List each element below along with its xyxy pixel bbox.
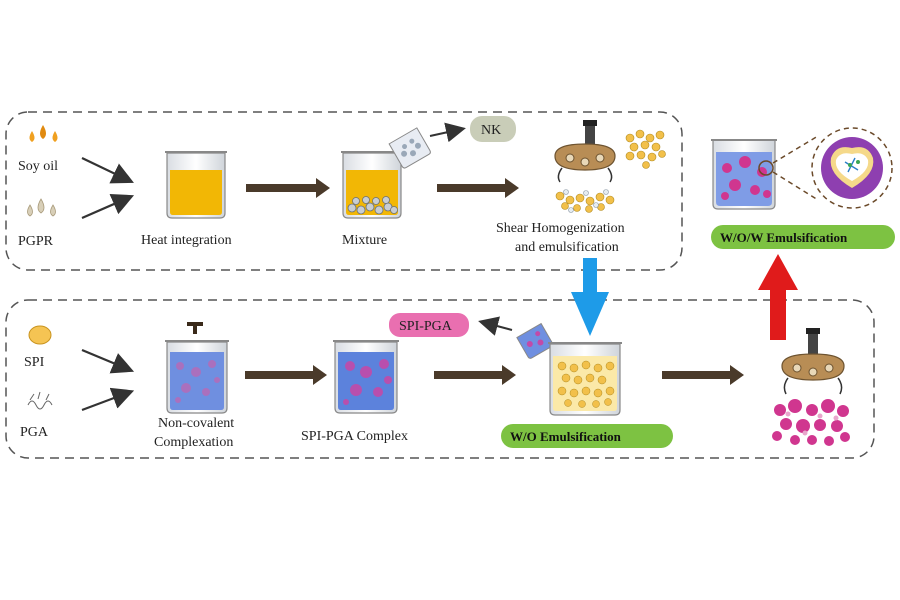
noncov-label-line2: Complexation: [154, 435, 233, 450]
soy-oil-drops-icon: [29, 125, 58, 142]
arrow-noncov-to-complex: [245, 365, 327, 385]
blue-down-arrow: [571, 258, 609, 336]
oil-droplets-cluster-icon: [625, 129, 666, 169]
wow-pill: [711, 225, 895, 249]
bottom-panel: [5, 299, 875, 459]
wow-beaker-icon: [711, 139, 777, 210]
noncov-label-line1: Non-covalent: [158, 416, 234, 431]
nk-tag: [470, 116, 516, 142]
zoom-line-bottom: [772, 171, 819, 201]
pgpr-label: PGPR: [18, 234, 54, 249]
spi-pga-tag-label: SPI-PGA: [399, 319, 453, 334]
spi-pga-tag: [389, 313, 469, 337]
complex-label: SPI-PGA Complex: [301, 429, 408, 444]
spi-label: SPI: [24, 355, 45, 370]
wow-label: W/O/W Emulsification: [720, 230, 848, 245]
pgpr-drops-icon: [27, 198, 56, 217]
nk-label: NK: [481, 123, 501, 138]
mixture-label: Mixture: [342, 233, 387, 248]
arrow-to-spi-pga-tag: [478, 316, 513, 336]
complex-beaker-icon: [333, 340, 399, 414]
arrow-mixture-to-shear: [437, 178, 519, 198]
homogenizer-bottom-icon: [772, 328, 850, 446]
pga-label: PGA: [20, 425, 49, 440]
arrow-pga-to-noncov: [81, 387, 135, 412]
arrow-soy-to-heat: [81, 157, 134, 184]
mixture-beaker-icon: [341, 151, 403, 219]
homogenizer-top-icon: [554, 120, 616, 213]
top-panel: [5, 111, 683, 271]
arrow-heat-to-mixture: [246, 178, 330, 198]
noncovalent-beaker-icon: [165, 340, 229, 414]
wo-label: W/O Emulsification: [510, 429, 622, 444]
arrow-spi-to-noncov: [81, 348, 135, 374]
soy-oil-label: Soy oil: [18, 159, 58, 174]
arrow-to-nk: [429, 122, 466, 143]
pga-icon: [27, 391, 53, 410]
arrow-complex-to-wo: [434, 365, 516, 385]
stirrer-icon: [187, 322, 203, 334]
shear-label-line1: Shear Homogenization: [496, 221, 625, 236]
shear-label-line2: and emulsification: [515, 240, 619, 255]
zoom-line-top: [772, 135, 819, 164]
heat-integration-label: Heat integration: [141, 233, 232, 248]
heat-integration-beaker-icon: [165, 151, 227, 219]
arrow-pgpr-to-heat: [81, 193, 135, 220]
wo-beaker-icon: [548, 342, 622, 416]
spi-icon: [28, 325, 52, 345]
arrow-wo-to-homogenizer: [662, 365, 744, 385]
wo-pill: [501, 424, 673, 448]
wow-droplet-zoom-icon: [811, 127, 893, 209]
spi-pga-pour-beaker-icon: [516, 322, 554, 359]
red-up-arrow: [758, 254, 798, 340]
nk-pour-beaker-icon: [388, 127, 431, 169]
